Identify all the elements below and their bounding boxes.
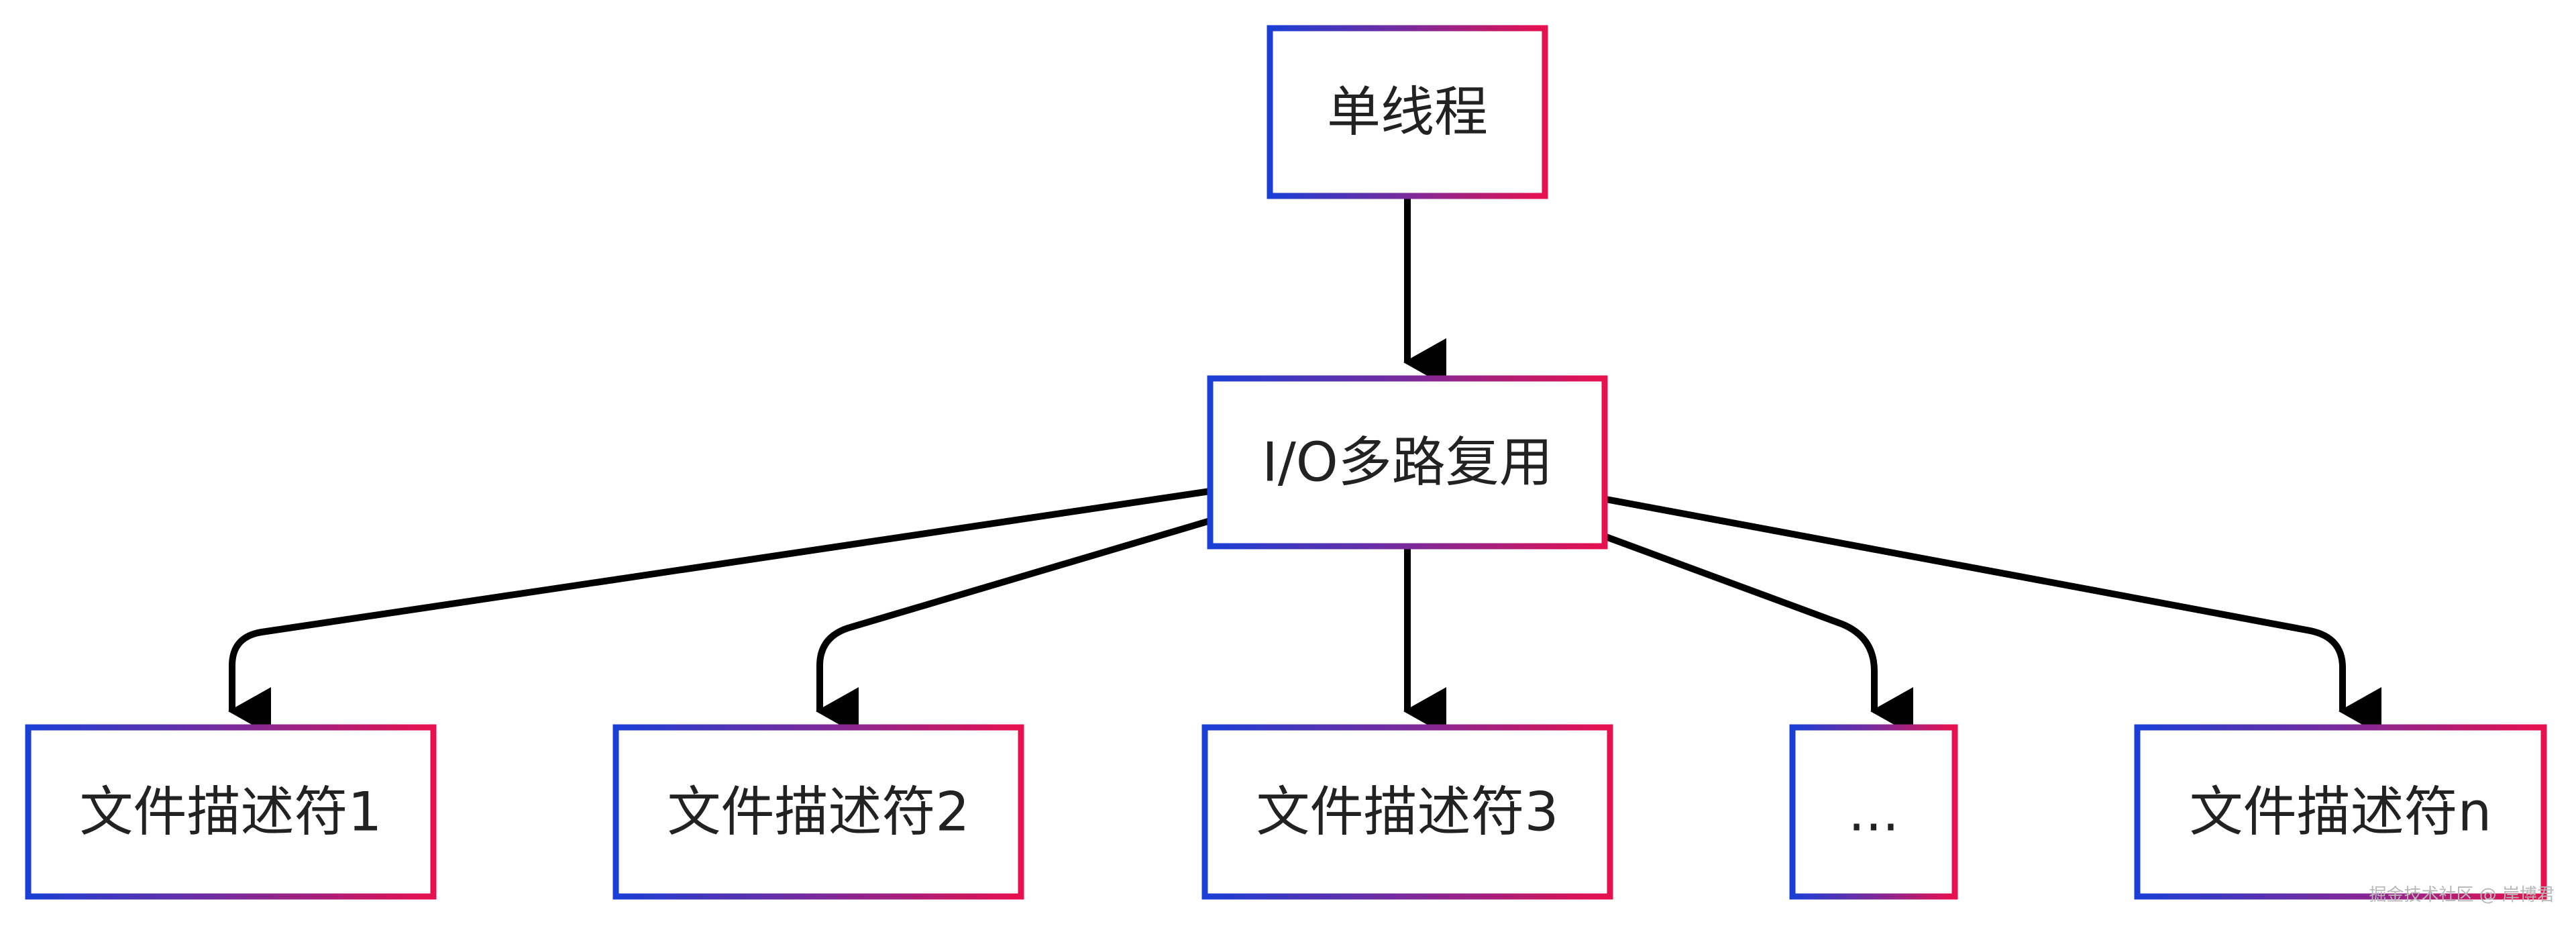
edges [228,196,2381,735]
node-fd1-label: 文件描述符1 [80,781,382,843]
node-mux: I/O多路复用 [1207,375,1608,550]
edge-mux-to-fd1 [228,488,1211,735]
node-fdn-label: 文件描述符n [2190,781,2492,843]
node-ellipsis-label: ... [1848,781,1899,843]
watermark-text: 掘金技术社区 @ 岸博君 [2369,885,2555,905]
node-fd1: 文件描述符1 [25,724,437,900]
node-fd2: 文件描述符2 [612,724,1024,900]
node-fd3: 文件描述符3 [1201,724,1613,900]
node-root: 单线程 [1267,25,1548,199]
node-mux-label: I/O多路复用 [1262,431,1553,494]
edge-mux-to-fd2 [816,517,1212,735]
node-ellipsis: ... [1789,724,1958,900]
node-fdn: 文件描述符n [2134,724,2547,900]
node-root-label: 单线程 [1327,81,1488,144]
edge-mux-to-ellipsis [1605,533,1913,735]
node-fd3-label: 文件描述符3 [1256,781,1559,843]
node-fd2-label: 文件描述符2 [667,781,970,843]
edge-mux-to-fdn [1605,496,2381,735]
